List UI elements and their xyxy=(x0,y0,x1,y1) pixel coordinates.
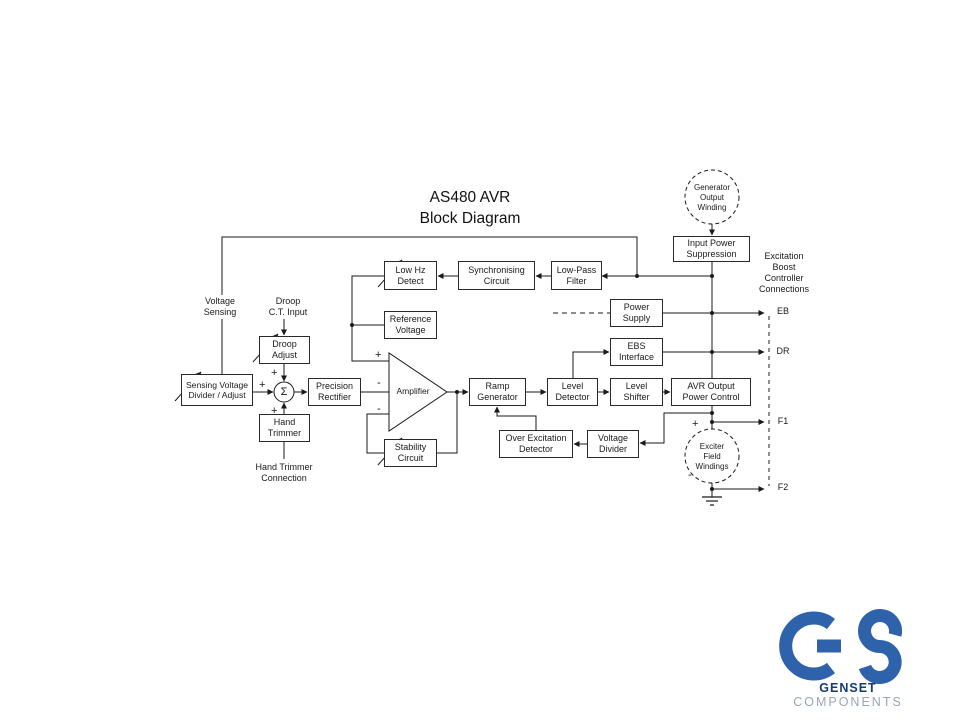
generator-output-winding-label: Generator Output Winding xyxy=(693,183,731,212)
summation-node xyxy=(273,381,295,403)
junction-dots xyxy=(350,274,714,491)
terminal-dr-label: DR xyxy=(772,346,794,358)
gs-logo-mark xyxy=(779,609,902,684)
block-hand-trimmer: Hand Trimmer xyxy=(259,414,310,442)
block-level-shifter: Level Shifter xyxy=(610,378,663,406)
voltage-sensing-label: Voltage Sensing xyxy=(192,295,248,319)
block-input-power-suppression: Input Power Suppression xyxy=(673,236,750,262)
logo-wordmark: GENSET COMPONENTS xyxy=(764,681,932,709)
amp-plus-sign: + xyxy=(375,349,382,361)
diagram-title: AS480 AVR Block Diagram xyxy=(419,189,521,227)
exciter-plus-sign: + xyxy=(692,418,699,430)
logo-s-shape xyxy=(858,609,902,684)
generator-output-winding-circle xyxy=(684,169,740,225)
block-over-excitation-detector: Over Excitation Detector xyxy=(499,430,573,458)
terminal-f2-label: F2 xyxy=(772,482,794,494)
block-low-pass-filter: Low-Pass Filter xyxy=(551,261,602,290)
excitation-boost-connections-label: Excitation Boost Controller Connections xyxy=(752,250,816,296)
sum-input-plus-sign: + xyxy=(259,379,266,391)
ground-symbol xyxy=(702,496,722,506)
amplifier-triangle xyxy=(388,352,448,432)
logo-g-shape xyxy=(779,611,836,681)
amp-minus-sign-1: - xyxy=(377,377,381,389)
droop-plus-sign: + xyxy=(271,367,278,379)
block-precision-rectifier: Precision Rectifier xyxy=(308,378,361,406)
block-droop-adjust: Droop Adjust xyxy=(259,336,310,364)
block-avr-output-power-control: AVR Output Power Control xyxy=(671,378,751,406)
terminal-eb-label: EB xyxy=(772,306,794,318)
block-ramp-generator: Ramp Generator xyxy=(469,378,526,406)
logo-components-text: COMPONENTS xyxy=(793,695,903,709)
droop-ct-input-label: Droop C.T. Input xyxy=(260,295,316,319)
block-ebs-interface: EBS Interface xyxy=(610,338,663,366)
block-synchronising-circuit: Synchronising Circuit xyxy=(458,261,535,290)
trimmer-plus-sign: + xyxy=(271,405,278,417)
block-low-hz-detect: Low Hz Detect xyxy=(384,261,437,290)
block-level-detector: Level Detector xyxy=(547,378,598,406)
summation-sigma-label: Σ xyxy=(280,386,288,398)
exciter-minus-sign: - xyxy=(688,469,692,481)
block-voltage-divider: Voltage Divider xyxy=(587,430,639,458)
amp-minus-sign-2: - xyxy=(377,403,381,415)
block-stability-circuit: Stability Circuit xyxy=(384,439,437,467)
amplifier-label: Amplifier xyxy=(396,386,430,396)
logo-genset-text: GENSET xyxy=(819,681,877,695)
exciter-field-windings-circle xyxy=(684,428,740,484)
hand-trimmer-connection-label: Hand Trimmer Connection xyxy=(246,461,322,485)
block-reference-voltage: Reference Voltage xyxy=(384,311,437,339)
terminal-f1-label: F1 xyxy=(772,416,794,428)
exciter-field-windings-label: Exciter Field Windings xyxy=(695,442,729,471)
block-sensing-voltage-divider: Sensing Voltage Divider / Adjust xyxy=(181,374,253,406)
block-power-supply: Power Supply xyxy=(610,299,663,327)
